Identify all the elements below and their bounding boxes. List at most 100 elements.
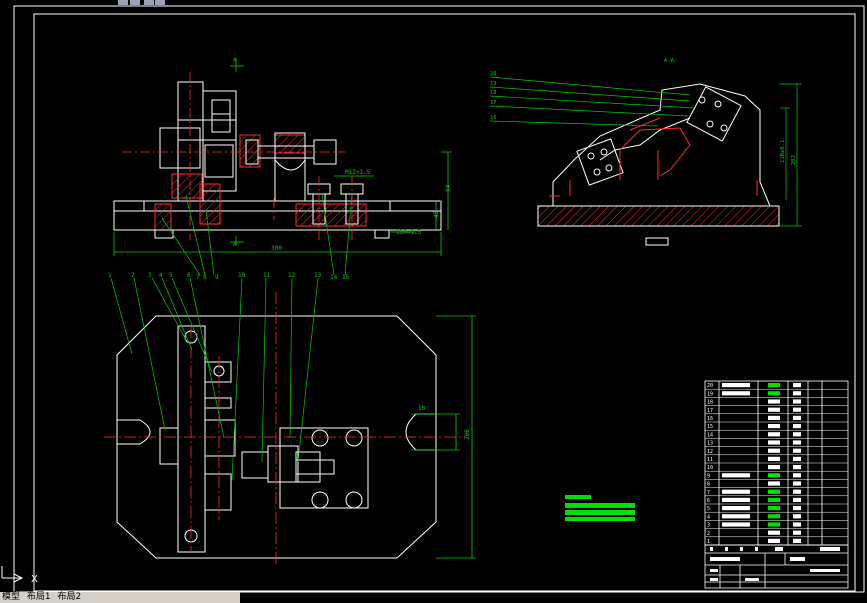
parts-row-number: 10 [707,465,713,471]
title-block-scale: 1:1 [790,557,799,563]
balloon: 10 [238,272,246,279]
toolbar-fragment [118,0,128,5]
top-view-dimensions [412,315,476,559]
layout-tab-bar: 模型 布局1 布局2 [0,592,240,603]
inner-frame [33,13,856,592]
leader-label: 18 [490,90,497,96]
balloon: 3 [148,272,152,279]
dim-slot: 16 [418,405,426,412]
parts-row-code-cell [722,497,750,502]
section-view-cut-lines [549,117,758,197]
front-view-dimensions [113,58,452,256]
parts-row-number: 3 [707,523,710,529]
parts-row-material-cell [793,538,801,543]
outer-frame [13,5,865,593]
dim-bottom-note: 130×1.5 [396,229,422,236]
parts-row-name-cell [768,383,780,388]
parts-row-number: 13 [707,441,713,447]
parts-row-number: 11 [707,457,713,463]
parts-row-material-cell [793,481,801,486]
parts-row-material-cell [793,440,801,445]
parts-row-material-cell [793,407,801,412]
parts-row-material-cell [793,399,801,404]
leader-label: 19 [490,81,497,87]
ucs-icon [1,566,24,583]
toolbar-fragment [144,0,154,5]
top-view [116,315,437,559]
notes-block [565,495,635,521]
parts-row-name-cell [768,530,780,535]
parts-row-material-cell [793,497,801,502]
parts-row-number: 16 [707,416,713,422]
tab-model[interactable]: 模型 [2,592,21,602]
balloon: 15 [342,274,350,281]
parts-row-name-cell [768,424,780,429]
balloon: 2 [131,272,135,279]
parts-row-code-cell [722,391,750,396]
parts-row-number: 4 [707,514,710,520]
balloon: 4 [159,272,163,279]
parts-row-material-cell [793,448,801,453]
parts-row-number: 6 [707,498,710,504]
dim-thread: M12×1.5 [345,169,371,176]
front-view [113,81,442,239]
parts-row-name-cell [768,456,780,461]
parts-row-material-cell [793,383,801,388]
parts-row-material-cell [793,473,801,478]
parts-row-name-cell [768,473,780,478]
parts-row-name-cell [768,465,780,470]
parts-row-material-cell [793,424,801,429]
dim-overall-width: 300 [271,245,282,252]
toolbar-fragment [130,0,140,5]
balloon: 6 [187,272,191,279]
ucs-axis-x: X [31,574,38,585]
tab-layout-1[interactable]: 布局1 [26,592,51,602]
parts-row-name-cell [768,391,780,396]
parts-row-code-cell [722,522,750,527]
parts-row-number: 14 [707,432,713,438]
parts-row-code-cell [722,514,750,519]
balloon: 8 [203,274,207,281]
parts-row-number: 5 [707,506,710,512]
parts-row-material-cell [793,530,801,535]
top-view-centerlines [104,292,466,566]
dim-height-small: 45 [433,210,440,218]
parts-row-name-cell [768,506,780,511]
parts-row-material-cell [793,514,801,519]
title-block-fills [710,547,840,581]
dim-height-right: 84 [445,184,452,192]
parts-row-code-cell [722,473,750,478]
parts-row-code-cell [722,506,750,511]
parts-row-material-cell [793,391,801,396]
tab-layout-2[interactable]: 布局2 [57,592,82,602]
parts-row-material-cell [793,489,801,494]
parts-row-name-cell [768,399,780,404]
parts-row-number: 9 [707,473,710,479]
parts-row-material-cell [793,506,801,511]
leader-label: 17 [490,100,497,106]
balloon: 11 [263,272,271,279]
section-view [537,83,780,246]
parts-row-number: 18 [707,400,713,406]
parts-row-number: 17 [707,408,713,414]
title-block [704,544,849,589]
parts-row-name-cell [768,514,780,519]
balloon: 7 [196,274,200,281]
balloon: 14 [330,274,338,281]
top-view-balloons: 1 2 3 4 5 6 10 11 12 13 206 16 [108,272,471,440]
section-view-leaders [489,76,802,227]
parts-row-name-cell [768,432,780,437]
section-label-bottom: A [233,241,237,248]
front-view-leaders [161,193,353,276]
leader-label: 20 [490,71,497,77]
parts-row-number: 1 [707,539,710,545]
parts-row-name-cell [768,415,780,420]
section-view-title: A-A [664,58,675,64]
section-view-text: A-A 20 19 18 17 16 110±0.1 202 [490,58,797,165]
parts-row-name-cell [768,448,780,453]
parts-row-name-cell [768,538,780,543]
parts-row-name-cell [768,440,780,445]
parts-row-name-cell [768,497,780,502]
